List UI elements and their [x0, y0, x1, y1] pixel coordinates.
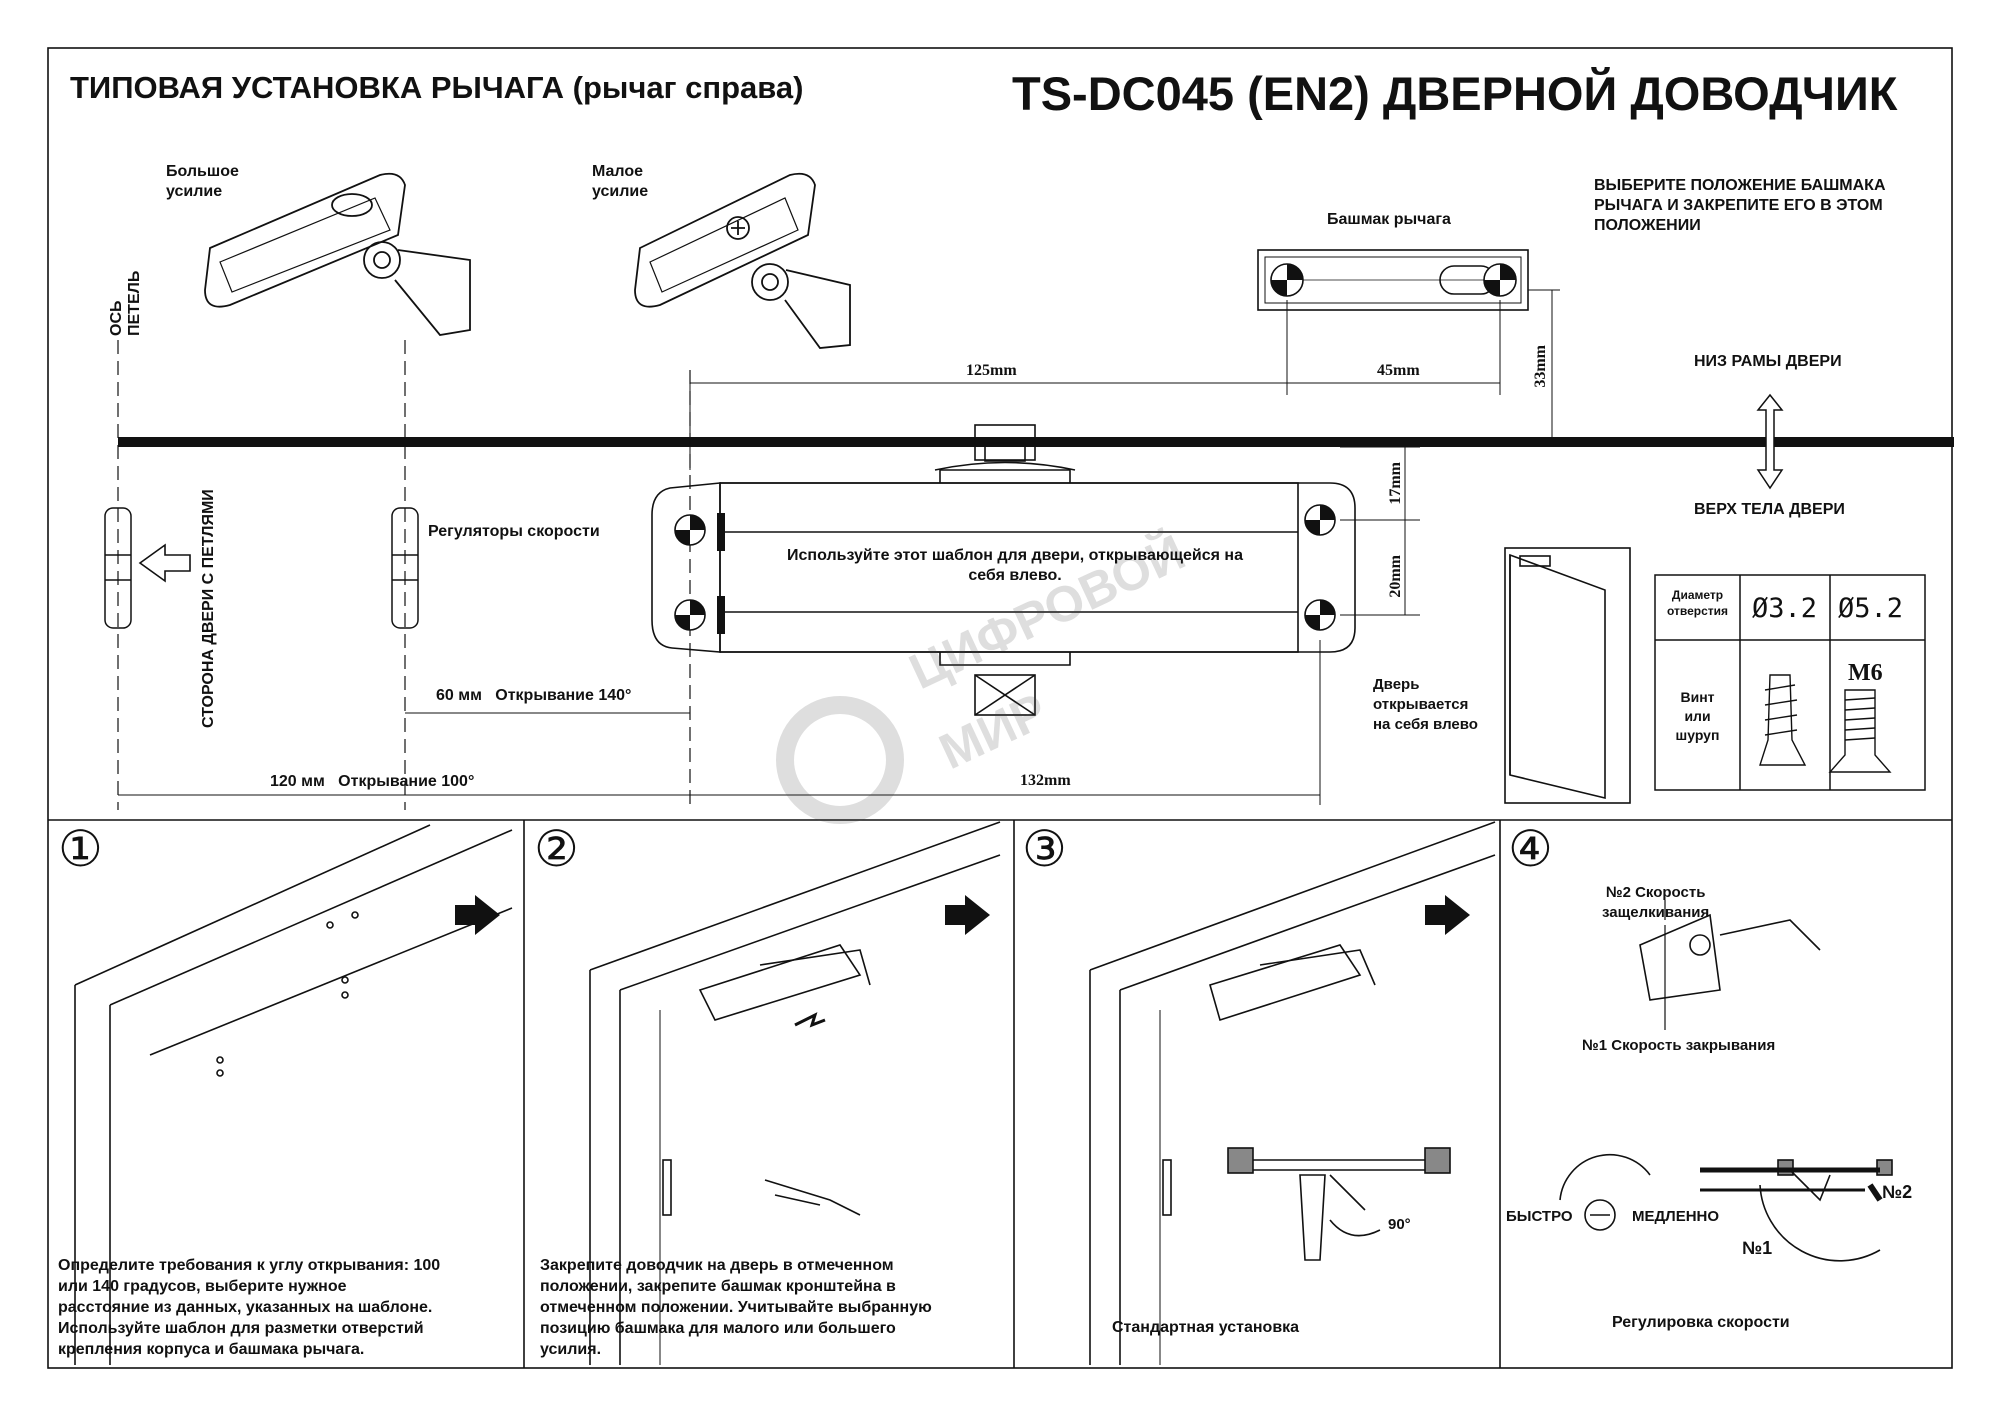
step-3-number: ③: [1022, 821, 1067, 877]
step-4-number: ④: [1508, 821, 1553, 877]
table-d1: Ø3.2: [1752, 593, 1818, 624]
hinge-left: [104, 507, 132, 629]
frame-bottom-label: НИЗ РАМЫ ДВЕРИ: [1694, 353, 1842, 370]
step-2-number: ②: [534, 821, 579, 877]
step-1-number: ①: [58, 821, 103, 877]
dim-132: 132mm: [1020, 772, 1071, 789]
hinge-axis-label: ОСЬ ПЕТЕЛЬ: [108, 270, 143, 336]
table-d2: Ø5.2: [1838, 593, 1904, 624]
dim-20: 20mm: [1387, 555, 1404, 598]
hinge-side-label: СТОРОНА ДВЕРИ С ПЕТЛЯМИ: [200, 489, 217, 728]
step-4-speed1-label: №1 Скорость закрывания: [1582, 1037, 1776, 1054]
step2-door-illustration: [589, 821, 1001, 1365]
watermark-text-2: МИР: [931, 682, 1055, 780]
door-opens-label: Дверь открывается на себя влево: [1373, 676, 1478, 733]
page-title-right: TS-DC045 (EN2) ДВЕРНОЙ ДОВОДЧИК: [1012, 67, 1898, 120]
dim-33: 33mm: [1532, 345, 1549, 388]
outer-frame: [47, 47, 1953, 1369]
screw-table: [1654, 574, 1926, 791]
arrow-left-icon: [138, 543, 191, 583]
step-3-caption: Стандартная установка: [1112, 1319, 1300, 1336]
step-4-n2-label: №2: [1882, 1182, 1913, 1202]
shoe-label: Башмак рычага: [1327, 211, 1451, 228]
door-illustration: [1504, 547, 1631, 804]
dim-17: 17mm: [1387, 462, 1404, 505]
door-top-label: ВЕРХ ТЕЛА ДВЕРИ: [1694, 501, 1845, 518]
dim-125: 125mm: [966, 362, 1017, 379]
up-down-arrow-icon: [1756, 393, 1784, 490]
machine-screw-icon: [1828, 689, 1892, 773]
page-title-left: ТИПОВАЯ УСТАНОВКА РЫЧАГА (рычаг справа): [70, 70, 804, 105]
step-4-caption: Регулировка скорости: [1612, 1314, 1790, 1331]
wood-screw-icon: [1759, 674, 1807, 766]
dim-120-label: 120 мм Открывание 100°: [270, 773, 475, 790]
step3-door-illustration: [1089, 821, 1496, 1365]
lever-shoe: [1257, 249, 1529, 311]
hinge-right: [391, 507, 419, 629]
step1-door-illustration: [74, 824, 513, 1365]
step4-closer-illustration: [1559, 900, 1893, 1262]
dim-60-label: 60 мм Открывание 140°: [436, 687, 632, 704]
small-force-lever-illustration: [634, 172, 851, 349]
table-m6: M6: [1848, 660, 1883, 686]
closer-body: [651, 424, 1356, 716]
step-4-slow-label: МЕДЛЕННО: [1632, 1208, 1720, 1225]
step-3-angle: 90°: [1388, 1216, 1411, 1233]
step-1-text: Определите требования к углу открывания:…: [58, 1257, 441, 1358]
next-arrow-icon: [455, 895, 500, 935]
door-frame-line: [118, 437, 1954, 447]
step-2-text: Закрепите доводчик на дверь в отмеченном…: [540, 1257, 932, 1358]
mount-hole-marks: [674, 504, 1336, 631]
speed-regulators-label: Регуляторы скорости: [428, 523, 600, 540]
template-note: Используйте этот шаблон для двери, откры…: [787, 547, 1243, 584]
dim-45: 45mm: [1377, 362, 1420, 379]
big-force-lever-illustration: [204, 172, 471, 336]
step-4-n1-label: №1: [1742, 1238, 1773, 1258]
step-4-fast-label: БЫСТРО: [1506, 1208, 1573, 1225]
shoe-instruction: ВЫБЕРИТЕ ПОЛОЖЕНИЕ БАШМАКА РЫЧАГА И ЗАКР…: [1594, 177, 1886, 234]
